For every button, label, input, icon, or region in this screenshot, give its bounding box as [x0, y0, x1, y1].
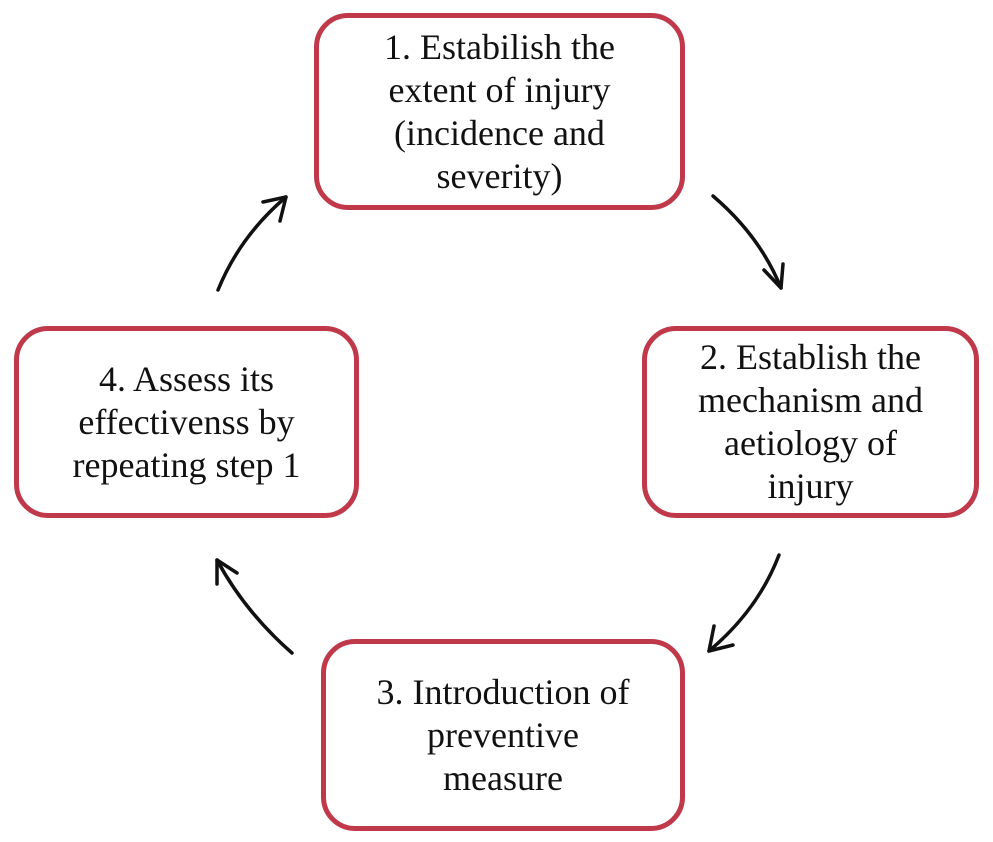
step-4-text: 4. Assess its effectivenss by repeating …	[72, 358, 301, 485]
step-2-text: 2. Establish the mechanism and aetiology…	[698, 337, 923, 506]
step-1-text: 1. Estabilish the extent of injury (inci…	[384, 26, 615, 196]
step-4-box: 4. Assess its effectivenss by repeating …	[14, 326, 359, 518]
step-2-box: 2. Establish the mechanism and aetiology…	[642, 326, 979, 518]
arrow-step4-to-step1	[216, 195, 288, 292]
arrow-step2-to-step3	[707, 553, 781, 653]
step-3-text: 3. Introduction of preventive measure	[376, 671, 630, 798]
arrow-step3-to-step4	[215, 558, 294, 655]
step-3-box: 3. Introduction of preventive measure	[321, 639, 685, 831]
arrow-step1-to-step2	[711, 194, 785, 290]
step-1-box: 1. Estabilish the extent of injury (inci…	[314, 13, 685, 210]
